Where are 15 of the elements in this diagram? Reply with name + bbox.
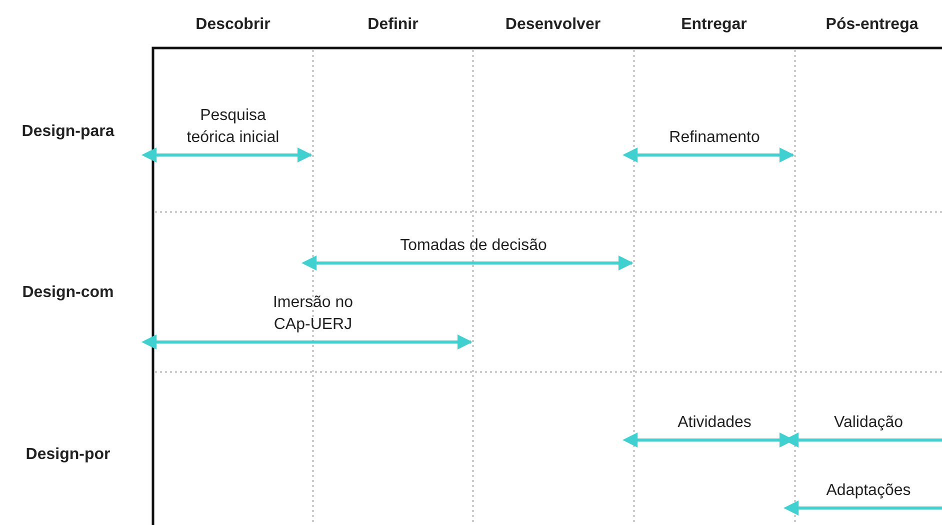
row-header: Design-para — [20, 122, 116, 142]
column-header: Descobrir — [194, 15, 272, 35]
span-label: Atividades — [676, 413, 752, 433]
column-header: Pós-entrega — [824, 15, 920, 35]
row-header: Design-com — [21, 283, 115, 303]
row-header: Design-por — [24, 445, 112, 465]
column-header: Entregar — [680, 15, 748, 35]
span-label: Imersão no CAp-UERJ — [272, 293, 354, 335]
span-label: Validação — [832, 413, 904, 433]
span-label: Adaptações — [825, 481, 912, 501]
span-label: Tomadas de decisão — [399, 236, 548, 256]
column-header: Desenvolver — [504, 15, 602, 35]
span-label: Refinamento — [668, 128, 761, 148]
span-label: Pesquisa teórica inicial — [186, 106, 280, 148]
column-header: Definir — [366, 15, 420, 35]
